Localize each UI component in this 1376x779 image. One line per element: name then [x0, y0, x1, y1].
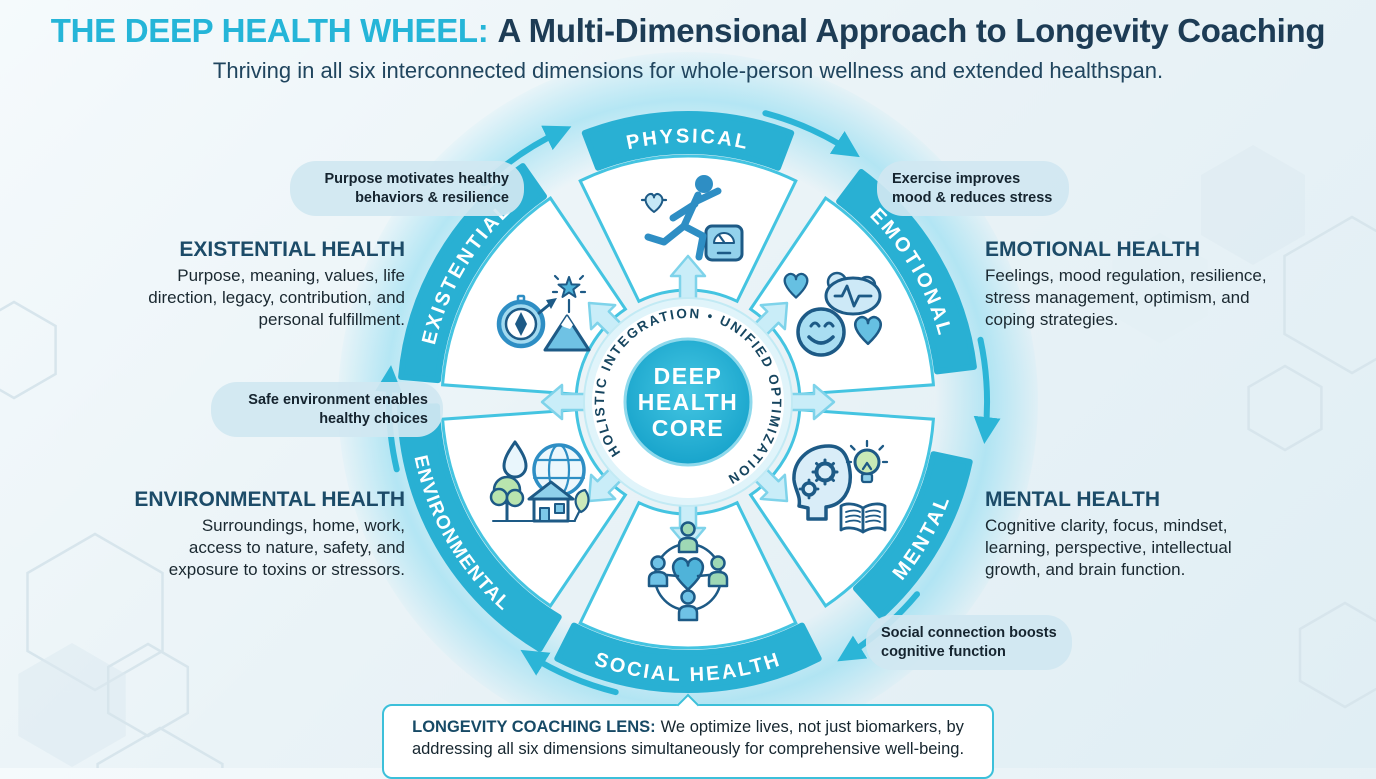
callout-social-connection: Social connection boosts cognitive funct…	[866, 615, 1072, 670]
hexagon-decoration	[98, 728, 223, 768]
page-title-highlight: THE DEEP HEALTH WHEEL:	[51, 12, 489, 49]
dimension-existential: EXISTENTIAL HEALTH Purpose, meaning, val…	[60, 238, 405, 331]
dimension-existential-title: EXISTENTIAL HEALTH	[60, 238, 405, 262]
dimension-emotional-title: EMOTIONAL HEALTH	[985, 238, 1315, 262]
hexagon-decoration	[1249, 366, 1322, 450]
hexagon-decoration	[108, 644, 188, 736]
dimension-mental: MENTAL HEALTH Cognitive clarity, focus, …	[985, 488, 1315, 581]
page-subtitle: Thriving in all six interconnected dimen…	[0, 58, 1376, 84]
dimension-emotional-description: Feelings, mood regulation, resilience, s…	[985, 265, 1290, 331]
hexagon-decoration	[0, 302, 56, 398]
callout-purpose: Purpose motivates healthy behaviors & re…	[290, 161, 524, 216]
page-title-rest: A Multi-Dimensional Approach to Longevit…	[497, 12, 1325, 49]
hexagon-decoration	[18, 643, 125, 767]
callout-exercise: Exercise improves mood & reduces stress	[877, 161, 1069, 216]
dimension-environmental-description: Surroundings, home, work, access to natu…	[153, 515, 405, 581]
rim-arrow	[981, 340, 988, 434]
callout-safe-environment: Safe environment enables healthy choices	[211, 382, 443, 437]
dimension-emotional: EMOTIONAL HEALTH Feelings, mood regulati…	[985, 238, 1315, 331]
page-title: THE DEEP HEALTH WHEEL:A Multi-Dimensiona…	[0, 12, 1376, 50]
hexagon-decoration	[1300, 603, 1376, 707]
longevity-coaching-lens-box: LONGEVITY COACHING LENS:We optimize live…	[382, 704, 994, 779]
wheel-hub: HOLISTIC INTEGRATION • UNIFIED OPTIMIZAT…	[584, 298, 792, 506]
header: THE DEEP HEALTH WHEEL:A Multi-Dimensiona…	[0, 12, 1376, 84]
dimension-environmental: ENVIRONMENTAL HEALTH Surroundings, home,…	[60, 488, 405, 581]
dimension-mental-title: MENTAL HEALTH	[985, 488, 1315, 512]
footer-label: LONGEVITY COACHING LENS:	[412, 718, 656, 736]
dimension-environmental-title: ENVIRONMENTAL HEALTH	[60, 488, 405, 512]
dimension-mental-description: Cognitive clarity, focus, mindset, learn…	[985, 515, 1260, 581]
dimension-existential-description: Purpose, meaning, values, life direction…	[120, 265, 405, 331]
